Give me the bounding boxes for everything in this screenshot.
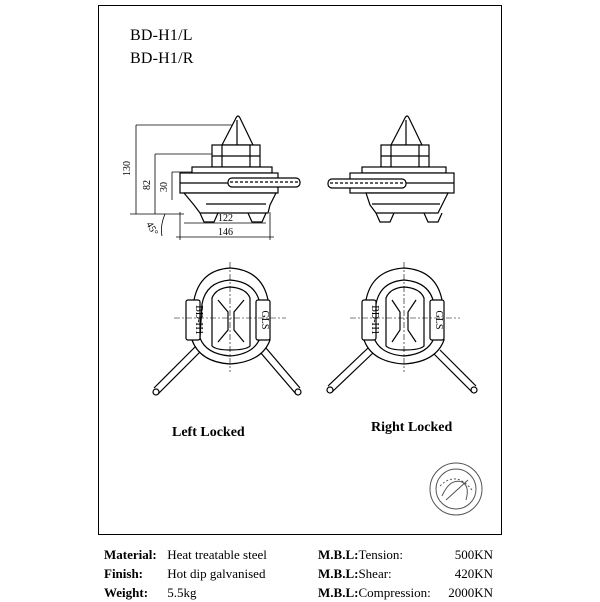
spec-row-shear: M.B.L:Shear: 420KN [318,564,493,583]
dim-146-label: 146 [218,227,233,238]
compression-label: Compression: [358,585,431,600]
tension-label: Tension: [358,547,404,562]
material-label: Material: [104,547,157,562]
finish-label: Finish: [104,566,144,581]
mbl-label-tension: M.B.L: [318,547,359,562]
caption-right-locked: Right Locked [371,420,453,435]
drawing-frame [98,5,502,535]
weight-label: Weight: [104,585,149,600]
spec-row-finish: Finish: Hot dip galvanised [104,564,267,583]
dim-82-label: 82 [142,180,153,190]
shear-label: Shear: [358,566,392,581]
tension-value: 500KN [454,547,493,562]
plan-view-left-locked [152,262,302,396]
spec-row-compression: M.B.L:Compression: 2000KN [318,583,493,602]
shear-value: 420KN [454,566,493,581]
dim-angle-label: 45° [143,220,160,238]
dim-130-label: 130 [122,161,133,176]
plate-mark-gls-left: GLS [259,311,270,330]
material-value: Heat treatable steel [167,547,267,562]
mbl-label-shear: M.B.L: [318,566,359,581]
dim-122-label: 122 [218,213,233,224]
spec-table-right: M.B.L:Tension: 500KN M.B.L:Shear: 420KN … [318,545,493,602]
spec-row-weight: Weight: 5.5kg [104,583,267,602]
product-code-right: BD-H1/R [130,50,194,67]
spec-table-left: Material: Heat treatable steel Finish: H… [104,545,267,602]
product-code-left: BD-H1/L [130,27,193,44]
spec-row-material: Material: Heat treatable steel [104,545,267,564]
dimension-lines [130,124,274,240]
mbl-label-compression: M.B.L: [318,585,359,600]
side-view-right [327,115,455,223]
plan-view-right-locked [326,262,478,394]
caption-left-locked: Left Locked [172,425,245,440]
plate-mark-bd-h1-right: BD-H1 [369,305,380,334]
plate-mark-bd-h1-left: BD-H1 [193,305,204,334]
weight-value: 5.5kg [167,585,197,600]
spec-row-tension: M.B.L:Tension: 500KN [318,545,493,564]
side-view-left [179,115,301,223]
certification-seal-icon [429,462,483,516]
plate-mark-gls-right: GLS [433,311,444,330]
compression-value: 2000KN [448,585,493,600]
finish-value: Hot dip galvanised [167,566,266,581]
dim-30-label: 30 [159,182,170,192]
